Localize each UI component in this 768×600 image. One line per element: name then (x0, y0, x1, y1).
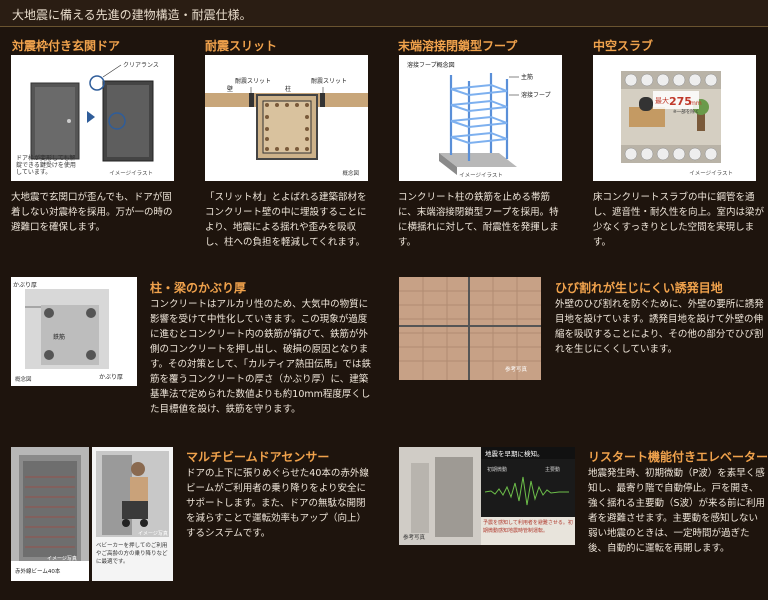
slab-illustration: 最大 275 mm ※一部を除く イメージイラスト (593, 55, 756, 181)
sensor-caption-photo: イメージ写真 (47, 555, 77, 562)
slit-diagram: 耐震スリット 耐震スリット 壁 柱 概念図 (205, 55, 368, 181)
door-label-clearance: クリアランス (123, 62, 159, 69)
hoop-desc: コンクリート柱の鉄筋を止める帯筋に、末端溶接閉鎖型フープを採用。特に横揺れに対し… (398, 192, 559, 248)
door-illustration: クリアランス イメージイラスト ドア枠が変形しても解錠できる鍵受けを使用していま… (11, 55, 174, 181)
page-header: 大地震に備える先進の建物構造・耐震仕様。 (0, 0, 768, 27)
slit-desc: 「スリット材」とよばれる建築部材をコンクリート壁の中に埋設することにより、地震に… (205, 192, 367, 248)
elevator-label-main: 主要動 (545, 466, 560, 473)
slab-label-value: 275 (669, 95, 692, 108)
cover-label-cover: かぶり厚 (13, 282, 37, 289)
slit-label-right: 耐震スリット (311, 77, 347, 85)
sensor-note-stroller: ベビーカーを押してのご利用やご高齢の方の乗り降りなどに最適です。 (96, 543, 168, 565)
hoop-label-main: 主筋 (521, 73, 533, 81)
sensor-desc: ドアの上下に張りめぐらせた40本の赤外線ビームがご利用者の乗り降りをより安全にサ… (186, 468, 369, 539)
slit-title: 耐震スリット (205, 39, 278, 53)
door-caption: イメージイラスト (109, 170, 153, 177)
door-note: ドア枠が変形しても解錠できる鍵受けを使用しています。 (16, 155, 76, 176)
cover-label-cover2: かぶり厚 (99, 374, 123, 381)
joint-photo: 参考写真 (399, 277, 541, 380)
cover-caption: 概念図 (15, 375, 32, 383)
elevator-label-initial: 初期微動 (487, 466, 507, 473)
slab-label-note: ※一部を除く (673, 108, 699, 115)
sensor-title: マルチビームドアセンサー (186, 450, 330, 464)
slab-label-unit: mm (690, 100, 702, 107)
sensor-caption-beam: 赤外線ビーム40本 (15, 567, 61, 575)
sensor-door-photo: イメージ写真 赤外線ビーム40本 (11, 447, 89, 581)
elevator-title: リスタート機能付きエレベーター (588, 450, 768, 464)
hoop-illustration: 溶接フープ概念図 主筋 溶接フープ イメージイラスト (399, 55, 562, 181)
elevator-caption: 参考写真 (403, 533, 426, 541)
slit-caption: 概念図 (342, 169, 359, 177)
hoop-caption: イメージイラスト (459, 172, 503, 179)
door-desc: 大地震で玄関口が歪んでも、ドアが固着しない対震枠を採用。万が一の時の避難口を確保… (11, 192, 173, 233)
cover-desc: コンクリートはアルカリ性のため、大気中の物質に影響を受けて中性化していきます。こ… (150, 299, 371, 415)
elevator-desc: 地震発生時、初期微動（P波）を素早く感知し、最寄り階で自動停止。戸を開き、強く揺… (588, 468, 766, 554)
slab-desc: 床コンクリートスラブの中に鋼管を通し、遮音性・耐久性を向上。室内は梁が少なくすっ… (593, 192, 765, 248)
hoop-label-hoop: 溶接フープ (521, 91, 551, 99)
cover-title: 柱・梁のかぶり厚 (150, 281, 247, 295)
sensor-stroller-photo: イメージ写真 ベビーカーを押してのご利用やご高齢の方の乗り降りなどに最適です。 (92, 447, 173, 581)
sensor-caption-stroller: イメージ写真 (138, 530, 168, 537)
slit-label-column: 柱 (285, 85, 291, 93)
cover-label-rebar: 鉄筋 (53, 333, 65, 341)
joint-caption: 参考写真 (505, 365, 528, 373)
hoop-label-diagram: 溶接フープ概念図 (407, 61, 455, 69)
elevator-photo: 地震を早期に検知。 初期微動 主要動 参考写真 予震を感知して利用者を避難させる… (399, 447, 575, 545)
slit-label-left: 耐震スリット (235, 77, 271, 85)
hoop-title: 末端溶接閉鎖型フープ (398, 39, 518, 53)
cover-diagram: かぶり厚 鉄筋 かぶり厚 概念図 (11, 277, 137, 386)
elevator-label-banner: 地震を早期に検知。 (485, 449, 544, 458)
elevator-label-note: 予震を感知して利用者を避難させる。初期微動感知地震時管制運転。 (483, 520, 573, 534)
slit-label-wall: 壁 (227, 85, 233, 93)
joint-title: ひび割れが生じにくい誘発目地 (555, 281, 723, 295)
joint-desc: 外壁のひび割れを防ぐために、外壁の要所に誘発目地を設けています。誘発目地を設けて… (555, 299, 764, 355)
slab-caption: イメージイラスト (689, 170, 733, 177)
slab-label-max: 最大 (655, 96, 669, 105)
door-title: 対震枠付き玄関ドア (12, 39, 121, 53)
page-title: 大地震に備える先進の建物構造・耐震仕様。 (12, 8, 252, 22)
slab-title: 中空スラブ (593, 39, 654, 53)
